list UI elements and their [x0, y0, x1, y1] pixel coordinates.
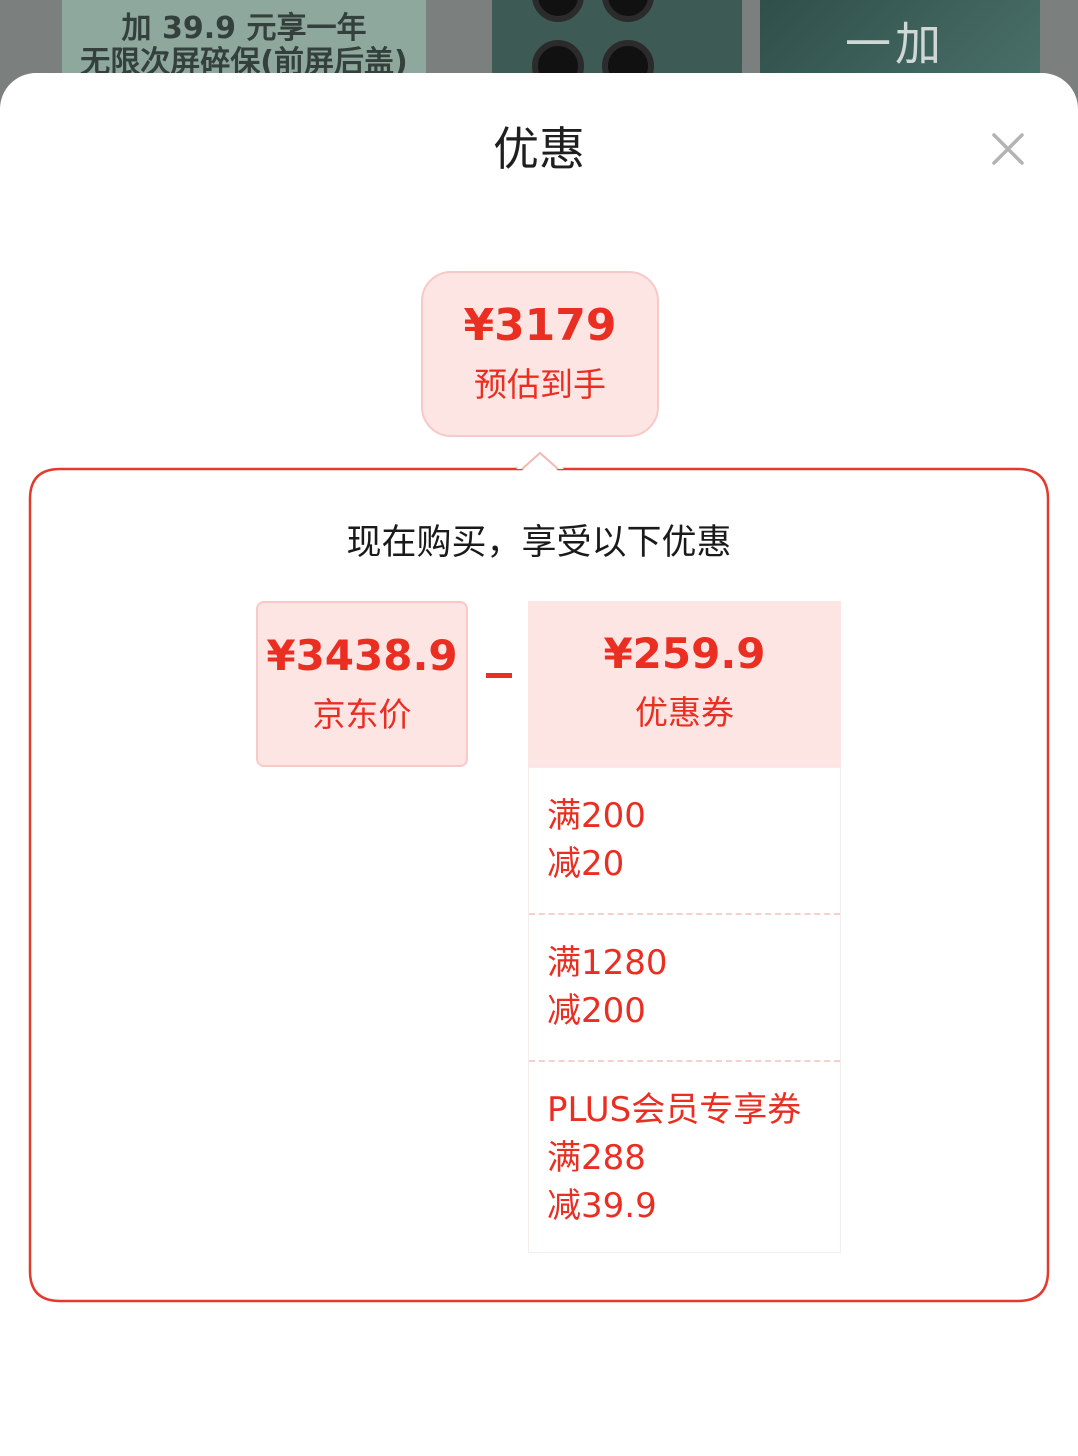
- coupon-total-card: ¥259.9 优惠券: [528, 601, 841, 767]
- promo-line-1: 加 39.9 元享一年: [121, 11, 367, 46]
- discount-sheet: 优惠 ¥3179 预估到手 现在购买，享受以下优惠 ¥3438.9 京东价 ¥2…: [0, 73, 1078, 1456]
- estimated-price-label: 预估到手: [474, 365, 606, 404]
- coupon-list: 满200 减20 满1280 减200 PLUS会员专享券 满288 减39.9: [528, 767, 841, 1253]
- coupon-threshold: 满200: [547, 796, 646, 836]
- close-icon: [992, 133, 1024, 165]
- camera-lens: [532, 0, 584, 22]
- coupon-total-value: ¥259.9: [603, 629, 766, 678]
- estimated-price-bubble: ¥3179 预估到手: [421, 271, 659, 437]
- close-button[interactable]: [988, 129, 1028, 169]
- estimated-price: ¥3179: [463, 300, 617, 351]
- coupon-threshold: 满288: [547, 1138, 646, 1178]
- camera-lens: [602, 0, 654, 22]
- coupon-discount: 减20: [547, 844, 625, 884]
- coupon-item: 满200 减20: [529, 768, 840, 915]
- jd-price-label: 京东价: [312, 695, 412, 734]
- coupon-discount: 减200: [547, 991, 646, 1031]
- sheet-title: 优惠: [493, 122, 585, 176]
- minus-operator: [486, 673, 512, 678]
- brand-logo-text: 一加: [845, 17, 945, 71]
- coupon-name: PLUS会员专享券: [547, 1090, 802, 1130]
- jd-price-value: ¥3438.9: [266, 631, 458, 680]
- jd-price-card: ¥3438.9 京东价: [256, 601, 468, 767]
- coupon-item: PLUS会员专享券 满288 减39.9: [529, 1062, 840, 1246]
- coupon-discount: 减39.9: [547, 1186, 657, 1226]
- breakdown-headline: 现在购买，享受以下优惠: [346, 523, 732, 563]
- breakdown-frame: [28, 451, 1050, 1303]
- coupon-total-label: 优惠券: [635, 693, 734, 732]
- coupon-item: 满1280 减200: [529, 915, 840, 1062]
- coupon-threshold: 满1280: [547, 943, 668, 983]
